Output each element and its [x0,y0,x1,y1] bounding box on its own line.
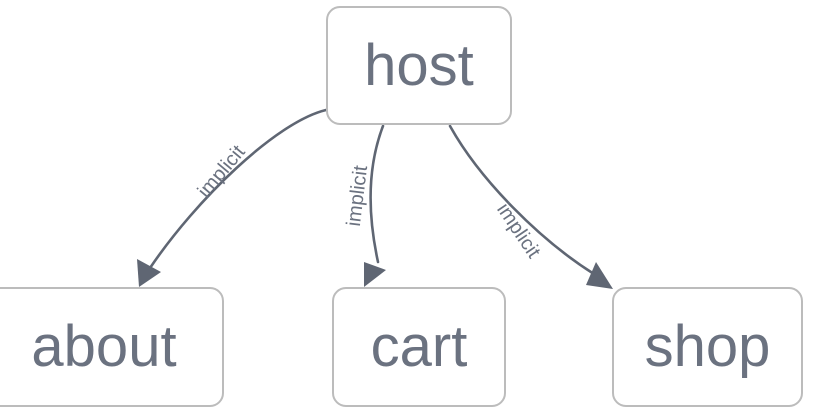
edge-host-about-path [148,108,328,270]
node-about-label: about [31,314,177,379]
edge-host-shop-arrowhead [586,262,613,289]
edge-host-shop[interactable] [448,124,613,289]
edge-host-about-arrowhead [137,259,161,287]
node-host[interactable]: host [326,6,512,125]
node-about[interactable]: about [0,287,224,407]
edge-host-shop-path [448,124,596,276]
edge-host-cart-path [369,124,385,264]
node-shop-label: shop [644,314,771,379]
edge-host-cart-arrowhead [364,262,386,287]
node-shop[interactable]: shop [612,287,803,407]
node-host-label: host [364,32,474,98]
edge-host-about[interactable] [137,108,328,287]
node-cart-label: cart [370,314,468,379]
edge-host-cart[interactable] [364,124,386,287]
node-cart[interactable]: cart [332,287,506,407]
